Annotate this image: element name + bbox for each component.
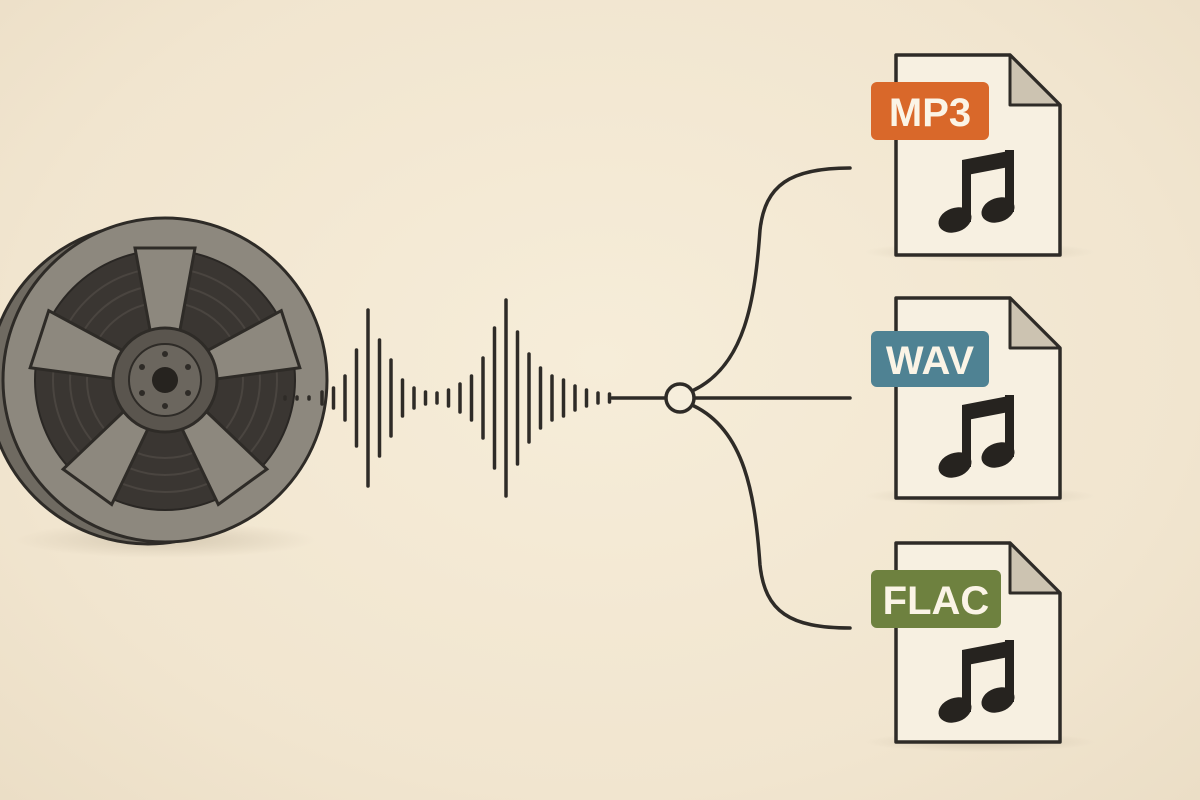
format-badge-mp3 — [871, 82, 989, 140]
branch-line-mp3 — [692, 166, 852, 392]
split-node — [664, 382, 696, 414]
music-note-icon — [938, 150, 1015, 233]
folded-corner — [1008, 53, 1062, 107]
output-flac: FLAC — [865, 541, 1095, 752]
audio-waveform-icon — [283, 298, 612, 498]
format-badge-wav — [871, 331, 989, 387]
music-note-icon — [938, 640, 1015, 723]
format-label-flac: FLAC — [883, 579, 990, 623]
branch-line-flac — [692, 404, 852, 630]
music-note-icon — [938, 395, 1015, 478]
format-label-mp3: MP3 — [889, 91, 971, 135]
folded-corner — [1008, 541, 1062, 595]
connector-lines — [610, 166, 852, 630]
film-reel-icon — [0, 216, 329, 558]
format-label-wav: WAV — [886, 339, 974, 383]
format-badge-flac — [871, 570, 1001, 628]
output-mp3: MP3 — [865, 53, 1095, 262]
folded-corner — [1008, 296, 1062, 350]
output-wav: WAV — [865, 296, 1095, 506]
